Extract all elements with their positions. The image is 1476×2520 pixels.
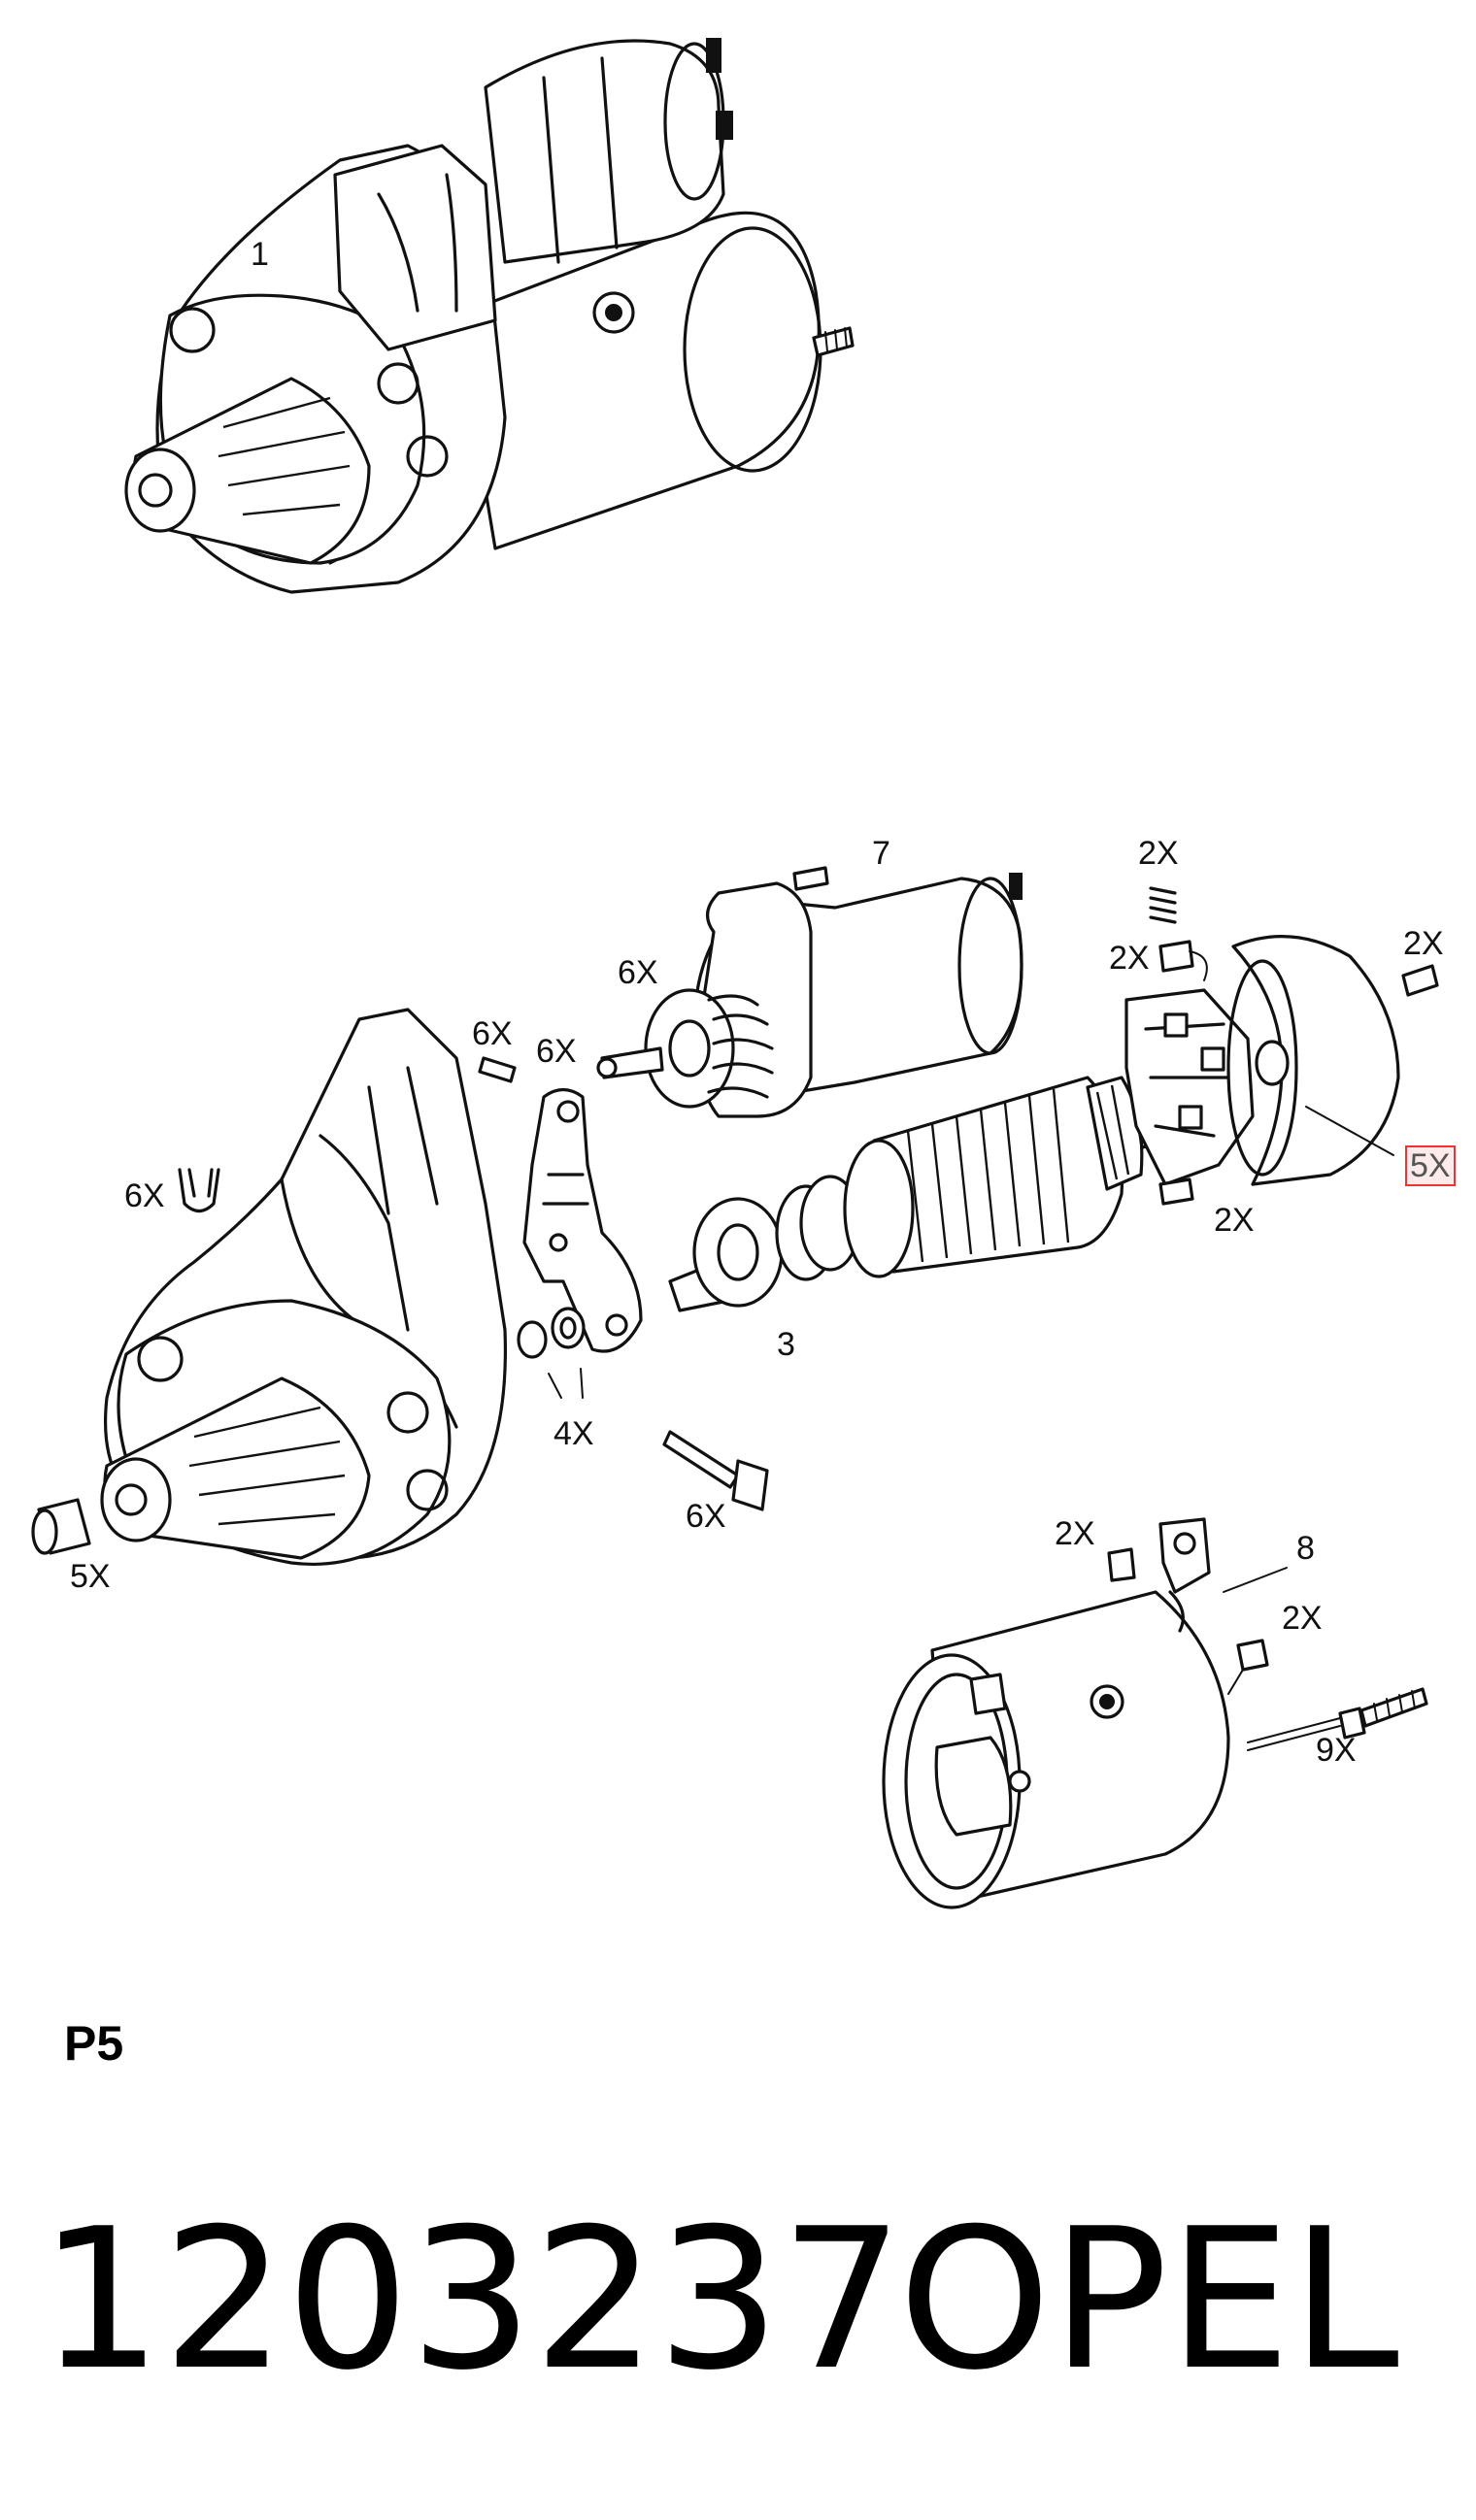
callout-2x-screw: 2X — [1403, 925, 1444, 962]
callout-4x: 4X — [554, 1415, 594, 1452]
callout-1: 1 — [251, 236, 269, 273]
callout-6x-lever: 6X — [536, 1033, 577, 1070]
brush-clip-part — [1158, 940, 1208, 981]
brand-name: OPEL — [898, 2187, 1399, 2413]
callout-5x-highlighted[interactable]: 5X — [1405, 1145, 1456, 1186]
callout-8: 8 — [1296, 1530, 1315, 1567]
engagement-lever-part — [522, 1087, 643, 1353]
brush-spring-part — [1149, 886, 1177, 924]
pin-part — [478, 1056, 517, 1083]
callout-2x-spring: 2X — [1138, 835, 1179, 872]
bolt-part — [662, 1430, 769, 1511]
washer-parts — [517, 1307, 586, 1399]
end-screw-part — [1401, 964, 1439, 997]
callout-2x-terminal: 2X — [1055, 1515, 1095, 1552]
through-bolt-part — [1247, 1687, 1428, 1751]
callout-2x-terminal-2: 2X — [1282, 1600, 1323, 1637]
callout-2x-brush: 2X — [1214, 1202, 1255, 1239]
brush-holder-part — [1124, 988, 1255, 1186]
solenoid-part — [692, 866, 1023, 1118]
callout-9x: 9X — [1316, 1732, 1357, 1769]
callout-5x-bush: 5X — [70, 1558, 111, 1595]
field-yoke-part — [882, 1517, 1269, 1909]
assembled-starter-illustration — [124, 38, 855, 594]
exploded-drive-housing — [100, 1008, 507, 1567]
brush-part — [1158, 1177, 1194, 1206]
callout-6x-pin: 6X — [472, 1015, 513, 1052]
part-number: 1203237 — [39, 2187, 904, 2413]
callout-3: 3 — [777, 1326, 795, 1363]
plunger-spring-part — [596, 988, 774, 1109]
callout-6x-bolt: 6X — [686, 1498, 726, 1535]
callout-2x-clip: 2X — [1109, 940, 1150, 977]
armature-part — [668, 1076, 1162, 1312]
retaining-clip-part — [178, 1168, 220, 1213]
callout-6x-plunger: 6X — [618, 954, 658, 991]
callout-7: 7 — [872, 835, 890, 872]
end-cover-part — [1226, 934, 1400, 1186]
bushing-part — [31, 1498, 91, 1555]
page-code: P5 — [64, 2016, 124, 2071]
callout-6x-clip: 6X — [124, 1177, 165, 1214]
